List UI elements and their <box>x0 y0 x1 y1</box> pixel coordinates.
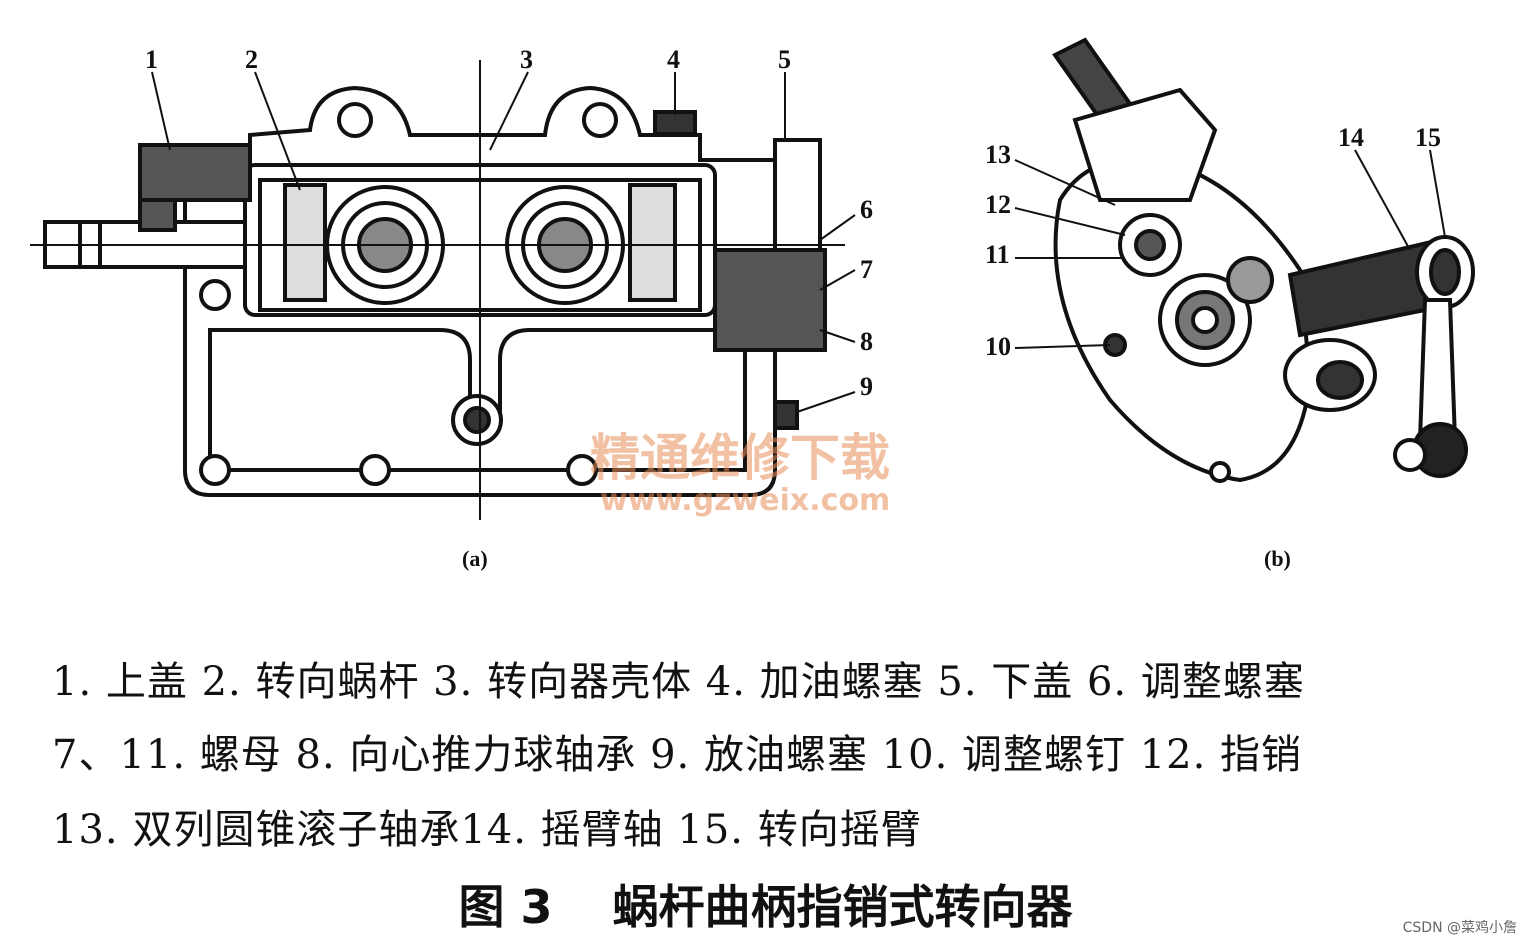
drain-plug <box>773 400 799 430</box>
lower-chamber <box>208 328 747 472</box>
caption-line-2: 7、11. 螺母 8. 向心推力球轴承 9. 放油螺塞 10. 调整螺钉 12.… <box>52 732 1303 778</box>
callout-a-5: 5 <box>778 45 791 74</box>
watermark-text: 精通维修下载 <box>590 429 890 487</box>
leaders-a <box>151 71 856 413</box>
leaders-b <box>1014 149 1446 349</box>
rocker-arm <box>1417 298 1458 442</box>
sublabel-b: (b) <box>1264 546 1291 571</box>
callout-b-13: 13 <box>985 140 1011 169</box>
watermark-url: www.gzweix.com <box>600 483 890 518</box>
steering-gear-figure: 1 2 3 4 5 6 7 8 9 <box>30 37 1475 571</box>
drawing-b <box>1014 37 1475 483</box>
callout-a-4: 4 <box>667 45 680 74</box>
figure-title-text: 蜗杆曲柄指销式转向器 <box>612 880 1073 934</box>
housing-outline <box>183 85 777 497</box>
caption-line-3: 13. 双列圆锥滚子轴承14. 摇臂轴 15. 转向摇臂 <box>52 807 922 853</box>
filler-plug <box>653 110 697 136</box>
drawing-a <box>30 60 856 520</box>
callout-b-10: 10 <box>985 332 1011 361</box>
callout-b-14: 14 <box>1338 123 1364 152</box>
adjust-nut <box>713 248 827 352</box>
callout-a-3: 3 <box>520 45 533 74</box>
sublabel-a: (a) <box>462 546 488 571</box>
caption-line-1: 1. 上盖 2. 转向蜗杆 3. 转向器壳体 4. 加油螺塞 5. 下盖 6. … <box>52 659 1305 705</box>
bolts <box>199 102 618 486</box>
callout-b-11: 11 <box>985 240 1010 269</box>
source-credit: CSDN @菜鸡小詹 <box>1402 920 1517 936</box>
upper-cover <box>138 143 252 202</box>
lower-cover <box>773 138 822 262</box>
callout-b-12: 12 <box>985 190 1011 219</box>
callout-a-8: 8 <box>860 327 873 356</box>
figure-number: 图 3 <box>458 880 553 934</box>
callout-b-15: 15 <box>1415 123 1441 152</box>
callout-a-6: 6 <box>860 195 873 224</box>
callout-a-9: 9 <box>860 372 873 401</box>
callout-a-1: 1 <box>145 45 158 74</box>
callout-a-2: 2 <box>245 45 258 74</box>
callout-a-7: 7 <box>860 255 873 284</box>
